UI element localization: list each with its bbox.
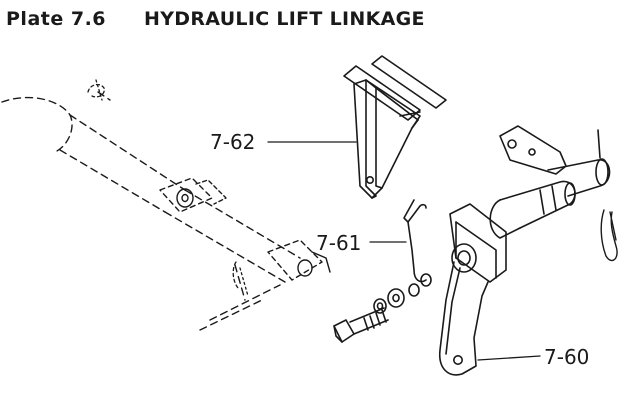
callout-label-7-62: 7-62 (210, 130, 255, 154)
callout-label-7-61: 7-61 (316, 231, 361, 255)
lift-arm (438, 203, 507, 376)
callout-leaders (267, 141, 541, 361)
plate-number: Plate 7.6 (6, 8, 107, 30)
dashed-frame-assembly (1, 91, 301, 331)
spring-link-rod (403, 199, 432, 287)
dashed-clip-top (87, 79, 105, 101)
bracket-plate (343, 55, 447, 199)
lift-shaft (489, 125, 611, 239)
leader-7-60 (477, 355, 541, 361)
bolt-assembly (333, 283, 420, 343)
arm-end-clevis (267, 239, 331, 281)
plate-title: HYDRAULIC LIFT LINKAGE (144, 8, 425, 30)
cotter-pin (600, 209, 618, 262)
dashed-pin (232, 261, 249, 297)
callout-label-7-60: 7-60 (544, 345, 589, 369)
plate-header: Plate 7.6 HYDRAULIC LIFT LINKAGE (6, 4, 425, 34)
center-pivot-bracket (159, 177, 227, 213)
